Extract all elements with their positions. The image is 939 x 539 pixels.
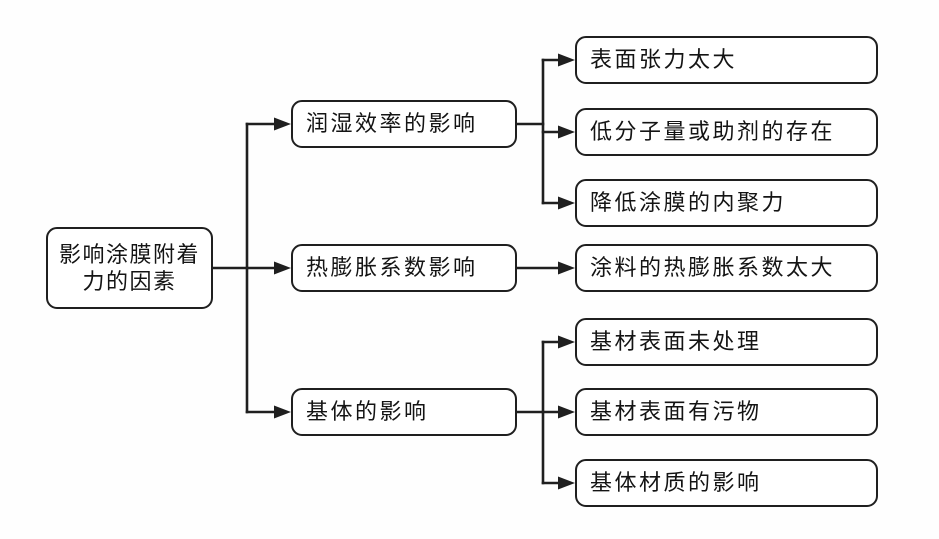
node-label-line: 力的因素 [82,269,177,294]
arrowhead [558,125,575,139]
node-label-line: 影响涂膜附着 [58,241,200,267]
arrowhead [558,335,575,349]
arrowhead [558,405,575,419]
node-mid3: 基体的影响 [291,388,517,436]
arrowhead [558,261,575,275]
node-leaf2: 低分子量或助剂的存在 [575,108,878,156]
arrowhead [274,117,291,131]
node-leaf7: 基体材质的影响 [575,459,878,507]
arrowhead [274,405,291,419]
node-mid1: 润湿效率的影响 [291,100,517,148]
node-leaf3: 降低涂膜的内聚力 [575,179,878,227]
node-root: 影响涂膜附着力的因素 [46,227,213,309]
node-mid2: 热膨胀系数影响 [291,244,517,292]
node-leaf6: 基材表面有污物 [575,388,878,436]
arrowhead [558,476,575,490]
node-leaf4: 涂料的热膨胀系数太大 [575,244,878,292]
arrowhead [558,53,575,67]
node-leaf5: 基材表面未处理 [575,318,878,366]
arrowhead [274,261,291,275]
node-leaf1: 表面张力太大 [575,36,878,84]
arrowhead [558,196,575,210]
